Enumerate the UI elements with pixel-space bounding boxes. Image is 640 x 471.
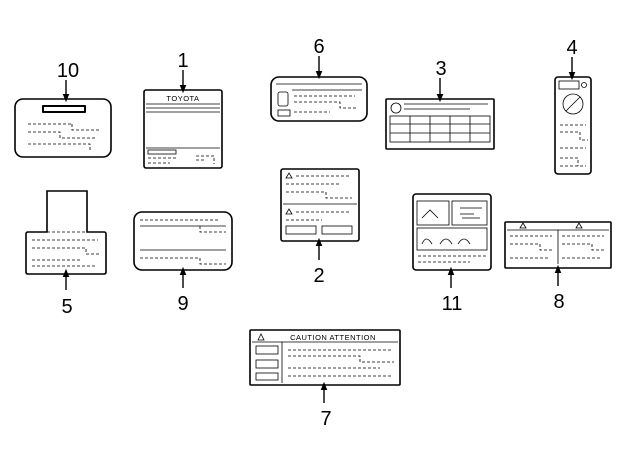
caution-label: CAUTION ATTENTION [290, 333, 376, 342]
label-8 [504, 221, 612, 269]
callout-9: 9 [177, 293, 188, 315]
callout-8: 8 [553, 291, 564, 313]
label-3 [385, 98, 495, 150]
callout-10: 10 [57, 60, 79, 82]
label-1 [143, 89, 223, 169]
label-6 [270, 76, 368, 122]
callout-1: 1 [177, 50, 188, 72]
label-9 [133, 211, 233, 271]
callout-11: 11 [442, 293, 463, 315]
callout-4: 4 [566, 37, 577, 59]
brand-label: TOYOTA [166, 94, 199, 103]
label-4 [554, 76, 592, 175]
callout-2: 2 [313, 265, 324, 287]
label-5 [25, 190, 107, 275]
callout-3: 3 [435, 58, 446, 80]
label-2 [280, 168, 360, 242]
callout-7: 7 [320, 408, 331, 430]
label-10 [14, 98, 112, 158]
callout-6: 6 [313, 36, 324, 58]
label-11 [412, 193, 492, 271]
callout-5: 5 [61, 296, 72, 318]
